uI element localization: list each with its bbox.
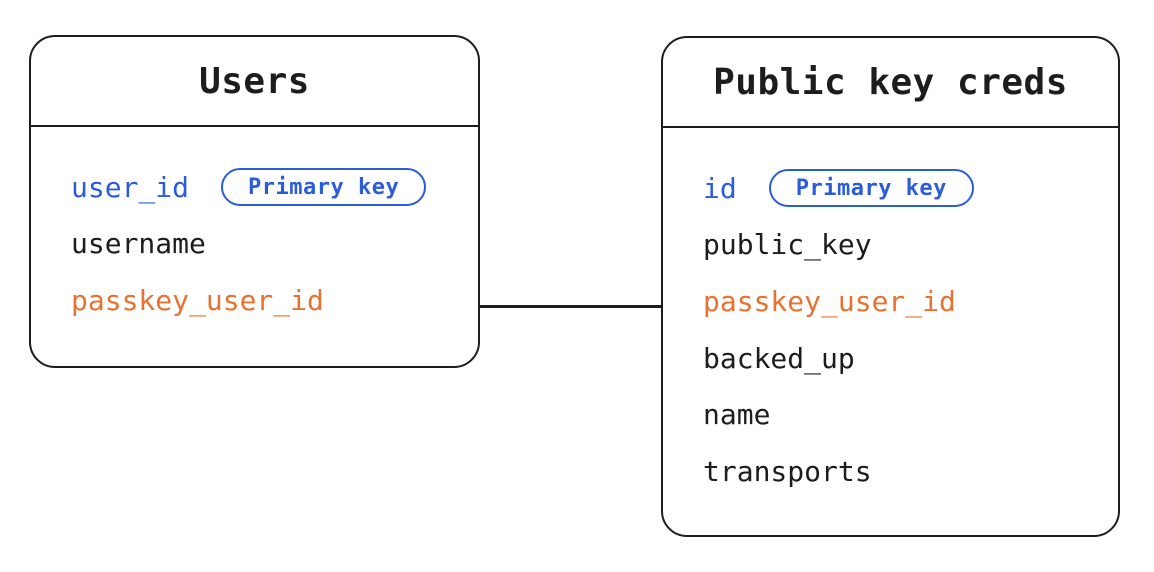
field-name: username: [71, 227, 206, 261]
table-users-title: Users: [199, 60, 310, 102]
field-name: user_id: [71, 170, 190, 204]
field-name: public_key: [703, 228, 872, 262]
field-name: backed_up: [703, 341, 855, 375]
field-row-backed-up: backed_up: [703, 330, 1118, 387]
primary-key-badge: Primary key: [221, 168, 427, 207]
table-users-header: Users: [31, 37, 478, 127]
table-public-key-creds-header: Public key creds: [663, 38, 1118, 128]
field-row-passkey-user-id: passkey_user_id: [71, 272, 478, 329]
field-row-user-id: user_id Primary key: [71, 159, 478, 216]
field-name: transports: [703, 454, 872, 488]
field-row-passkey-user-id: passkey_user_id: [703, 273, 1118, 330]
table-public-key-creds: Public key creds id Primary key public_k…: [661, 36, 1120, 537]
table-users: Users user_id Primary key username passk…: [29, 35, 480, 368]
field-name: name: [703, 398, 771, 432]
relationship-connector-line: [480, 305, 662, 308]
field-name: passkey_user_id: [703, 284, 956, 318]
table-public-key-creds-title: Public key creds: [713, 61, 1068, 103]
primary-key-badge: Primary key: [768, 169, 974, 208]
field-row-name: name: [703, 386, 1118, 443]
table-users-body: user_id Primary key username passkey_use…: [31, 127, 478, 329]
field-row-username: username: [71, 216, 478, 273]
field-name: id: [703, 171, 737, 205]
field-row-public-key: public_key: [703, 217, 1118, 274]
field-name: passkey_user_id: [71, 283, 324, 317]
table-public-key-creds-body: id Primary key public_key passkey_user_i…: [663, 128, 1118, 500]
field-row-id: id Primary key: [703, 160, 1118, 217]
field-row-transports: transports: [703, 443, 1118, 500]
